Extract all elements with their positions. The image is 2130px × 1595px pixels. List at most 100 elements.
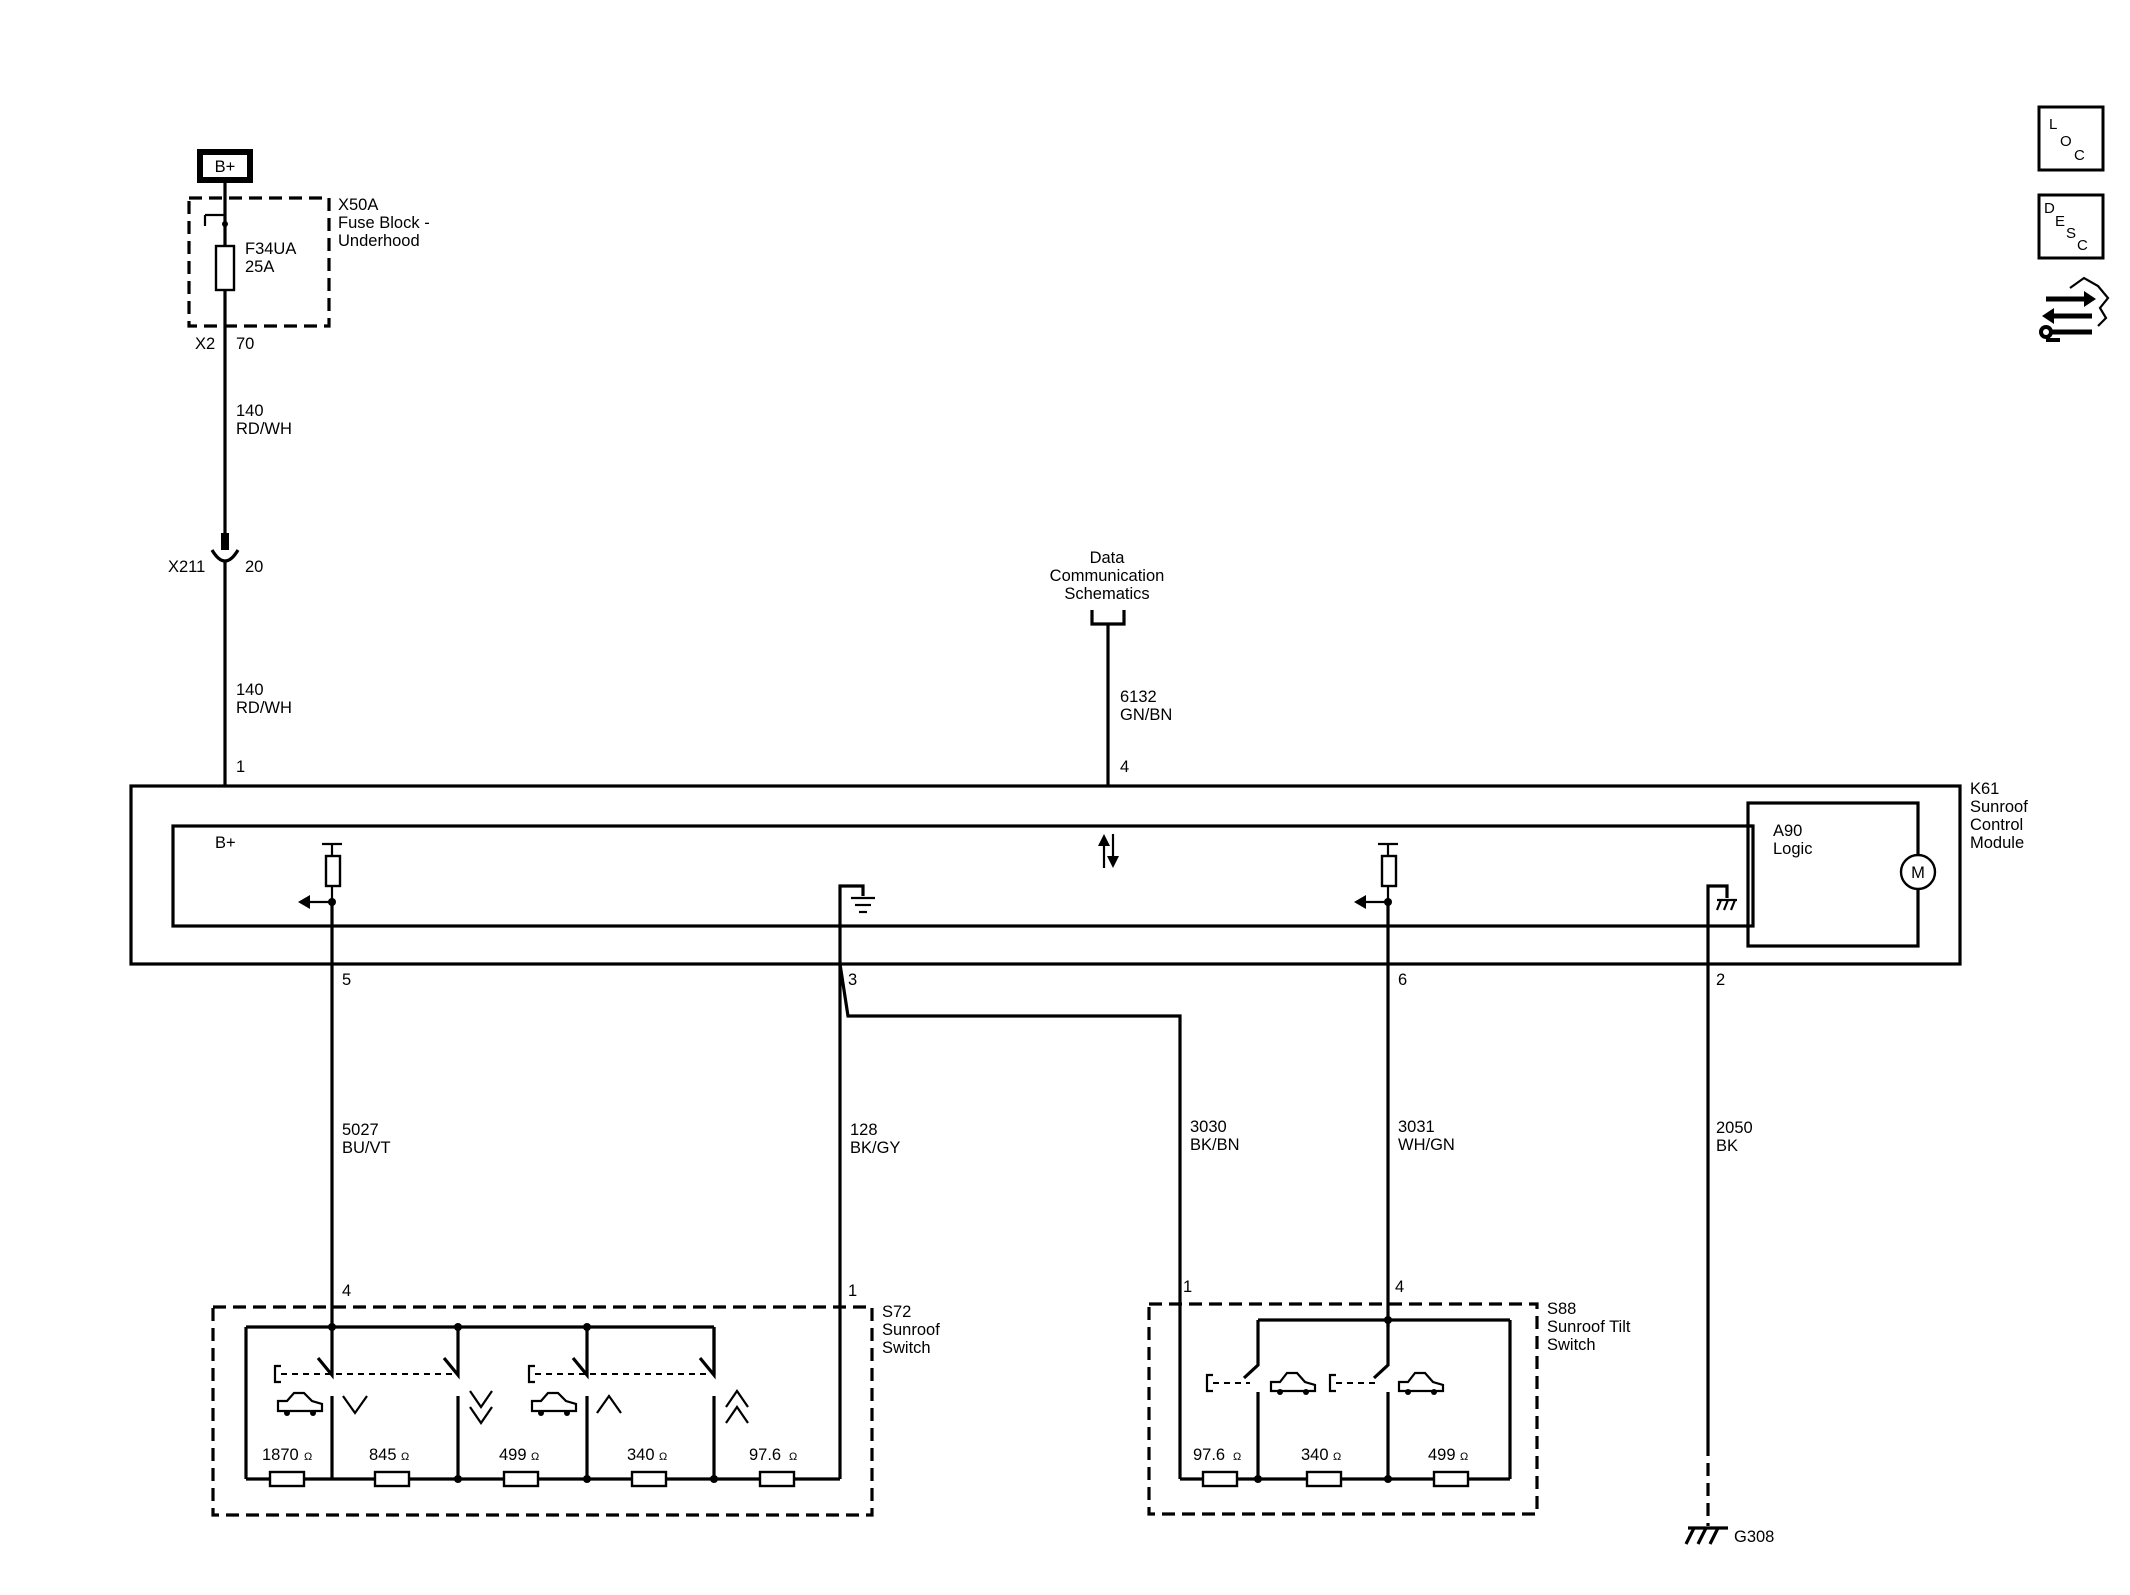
- s72-resistor-2: [373, 1470, 411, 1488]
- s72-name-line1: Sunroof: [882, 1321, 940, 1339]
- x211-pin: 20: [245, 558, 263, 576]
- ohm-symbol: Ω: [531, 1451, 539, 1463]
- data-comm-line2: Communication: [1050, 567, 1165, 585]
- s88-name-line2: Switch: [1547, 1336, 1596, 1354]
- s88-pin-1: 1: [1183, 1278, 1192, 1296]
- car-icon: [530, 1391, 578, 1416]
- module-name-line1: Sunroof: [1970, 798, 2028, 816]
- module-pin-1: 1: [236, 758, 245, 776]
- s88-resistor-1-value: 97.6: [1193, 1446, 1225, 1464]
- wire-128-circuit: 128: [850, 1121, 878, 1139]
- wire-128-and-3030: [838, 963, 1182, 1479]
- module-name-line3: Module: [1970, 834, 2024, 852]
- s72-contact-2: [442, 1327, 460, 1479]
- chevron-down-icon: [342, 1395, 368, 1415]
- ground-g308: G308: [1684, 1443, 1774, 1546]
- car-icon: [1397, 1371, 1445, 1395]
- wire-5027-color: BU/VT: [342, 1139, 391, 1157]
- battery-plus-label: B+: [215, 158, 236, 176]
- fuse-id: F34UA: [245, 240, 296, 258]
- s72-contact-3: [571, 1327, 589, 1479]
- wire-2050-color: BK: [1716, 1137, 1738, 1155]
- s72-resistor-1-value: 1870: [262, 1446, 299, 1464]
- logic-name: Logic: [1773, 840, 1812, 858]
- data-comm-line1: Data: [1090, 549, 1126, 567]
- loc-letter-c: C: [2074, 147, 2085, 164]
- pullup-resistor-pin5: [298, 842, 342, 909]
- loc-letter-l: L: [2049, 116, 2057, 133]
- data-bidirectional-arrows-icon: [1098, 834, 1119, 868]
- fuse-f34ua: [214, 244, 236, 292]
- navigation-tool-icon[interactable]: [2039, 276, 2110, 342]
- wire-2050-circuit: 2050: [1716, 1119, 1753, 1137]
- ohm-symbol: Ω: [304, 1451, 312, 1463]
- loc-button[interactable]: L O C: [2037, 105, 2105, 172]
- ohm-symbol: Ω: [1333, 1451, 1341, 1463]
- input-arrow-icon: [1354, 895, 1366, 909]
- sunroof-tilt-switch-s88: S88 Sunroof Tilt Switch 1 4 97.6 Ω 340: [1147, 1278, 1631, 1516]
- s72-contact-4: [698, 1327, 716, 1479]
- double-chevron-down-icon: [469, 1390, 493, 1425]
- car-icon: [1269, 1371, 1317, 1395]
- fuse-block-pin: 70: [236, 335, 254, 353]
- s72-resistor-5-value: 97.6: [749, 1446, 781, 1464]
- chassis-ground-icon: [1706, 884, 1737, 966]
- ohm-symbol: Ω: [789, 1451, 797, 1463]
- input-arrow-icon: [298, 895, 310, 909]
- ohm-symbol: Ω: [1233, 1451, 1241, 1463]
- data-comm-line3: Schematics: [1064, 585, 1149, 603]
- s88-contact-2: [1372, 1320, 1390, 1479]
- module-name-line2: Control: [1970, 816, 2023, 834]
- double-chevron-up-icon: [725, 1389, 749, 1424]
- module-pin-3: 3: [848, 971, 857, 989]
- motor-label: M: [1911, 864, 1925, 882]
- sunroof-switch-s72: S72 Sunroof Switch 4 1: [211, 1282, 940, 1517]
- wire-140-upper-color: RD/WH: [236, 420, 292, 438]
- s88-resistor-3: [1432, 1470, 1470, 1488]
- module-pin-4: 4: [1120, 758, 1129, 776]
- wire-140-lower-color: RD/WH: [236, 699, 292, 717]
- fuse-block-name-line1: Fuse Block -: [338, 214, 430, 232]
- s88-contact-1: [1242, 1320, 1260, 1479]
- sunroof-control-module-k61: K61 Sunroof Control Module B+ A90 Logic …: [129, 758, 2028, 989]
- wire-140-lower-circuit: 140: [236, 681, 264, 699]
- wire-6132-color: GN/BN: [1120, 706, 1172, 724]
- s88-name-line1: Sunroof Tilt: [1547, 1318, 1631, 1336]
- wire-140-upper-circuit: 140: [236, 402, 264, 420]
- wire-3030-circuit: 3030: [1190, 1118, 1227, 1136]
- wire-3030-color: BK/BN: [1190, 1136, 1240, 1154]
- s88-resistor-2-value: 340: [1301, 1446, 1329, 1464]
- s72-resistor-5: [758, 1470, 796, 1488]
- wire-5027-circuit: 5027: [342, 1121, 379, 1139]
- desc-letter-d: D: [2044, 200, 2055, 217]
- s88-resistor-2: [1305, 1470, 1343, 1488]
- module-pin-6: 6: [1398, 971, 1407, 989]
- battery-plus-terminal: B+: [197, 149, 253, 183]
- chevron-up-icon: [596, 1394, 622, 1414]
- s72-resistor-1: [268, 1470, 306, 1488]
- pullup-resistor-pin6: [1354, 842, 1398, 909]
- s72-name-line2: Switch: [882, 1339, 931, 1357]
- fuse-block-name-line2: Underhood: [338, 232, 420, 250]
- wire-6132-circuit: 6132: [1120, 688, 1157, 706]
- s72-resistor-4: [630, 1470, 668, 1488]
- signal-ground-icon: [838, 884, 875, 966]
- motor-icon: [1899, 853, 1937, 891]
- logic-id: A90: [1773, 822, 1802, 840]
- module-pin-2: 2: [1716, 971, 1725, 989]
- s72-resistor-4-value: 340: [627, 1446, 655, 1464]
- module-pin-5: 5: [342, 971, 351, 989]
- data-communication-reference[interactable]: Data Communication Schematics: [1050, 549, 1165, 626]
- car-icon: [276, 1391, 324, 1416]
- desc-button[interactable]: D E S C: [2037, 193, 2105, 260]
- module-id: K61: [1970, 780, 1999, 798]
- fuse-rating: 25A: [245, 258, 274, 276]
- desc-letter-e: E: [2055, 213, 2065, 230]
- s88-resistor-3-value: 499: [1428, 1446, 1456, 1464]
- module-bplus-label: B+: [215, 834, 236, 852]
- ohm-symbol: Ω: [401, 1451, 409, 1463]
- ohm-symbol: Ω: [1460, 1451, 1468, 1463]
- wire-3031-circuit: 3031: [1398, 1118, 1435, 1136]
- s88-resistor-1: [1201, 1470, 1239, 1488]
